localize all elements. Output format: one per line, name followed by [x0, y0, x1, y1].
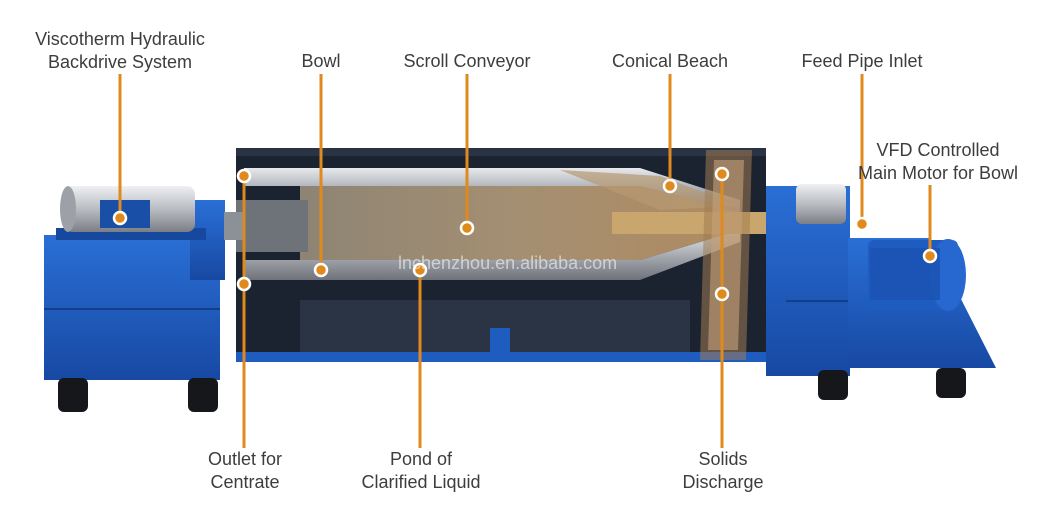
- label-bowl-text: Bowl: [301, 51, 341, 71]
- label-solids-discharge-line2: Discharge: [682, 472, 764, 492]
- left-wheels: [58, 378, 218, 412]
- label-main-motor-line1: VFD Controlled: [876, 140, 1000, 160]
- label-backdrive: Viscotherm Hydraulic Backdrive System: [20, 28, 220, 74]
- dot-conical-beach: [662, 178, 678, 194]
- callout-dots: [112, 166, 938, 302]
- label-solids-discharge-line1: Solids: [698, 449, 748, 469]
- label-pond-line2: Clarified Liquid: [361, 472, 481, 492]
- label-backdrive-line2: Backdrive System: [47, 52, 193, 72]
- label-scroll-conveyor: Scroll Conveyor: [387, 50, 547, 73]
- label-main-motor: VFD Controlled Main Motor for Bowl: [840, 139, 1036, 185]
- label-conical-beach: Conical Beach: [600, 50, 740, 73]
- dot-solids-top: [714, 166, 730, 182]
- label-feed-pipe: Feed Pipe Inlet: [792, 50, 932, 73]
- backdrive-drum: [60, 186, 195, 232]
- label-pond: Pond of Clarified Liquid: [346, 448, 496, 494]
- label-solids-discharge: Solids Discharge: [668, 448, 778, 494]
- label-outlet-centrate-line2: Centrate: [210, 472, 280, 492]
- label-outlet-centrate-line1: Outlet for: [207, 449, 283, 469]
- dot-backdrive: [112, 210, 128, 226]
- dot-pond: [412, 262, 428, 278]
- main-motor: [848, 238, 996, 368]
- label-pond-line1: Pond of: [389, 449, 453, 469]
- watermark: lnchenzhou.en.alibaba.com: [398, 253, 618, 273]
- label-backdrive-line1: Viscotherm Hydraulic: [35, 29, 205, 49]
- right-drive-housing: [766, 184, 850, 376]
- dot-feed-pipe: [854, 216, 870, 232]
- dot-bowl: [313, 262, 329, 278]
- label-main-motor-line2: Main Motor for Bowl: [857, 163, 1019, 183]
- label-scroll-conveyor-text: Scroll Conveyor: [403, 51, 531, 71]
- dot-outlet-bottom: [236, 276, 252, 292]
- dot-solids-bottom: [714, 286, 730, 302]
- label-feed-pipe-text: Feed Pipe Inlet: [801, 51, 923, 71]
- sludge-fill: [300, 170, 740, 260]
- label-bowl: Bowl: [281, 50, 361, 73]
- dot-outlet-top: [236, 168, 252, 184]
- label-conical-beach-text: Conical Beach: [611, 51, 729, 71]
- solids-discharge-spray: [700, 150, 752, 360]
- callout-leaders: [118, 74, 932, 448]
- dot-scroll-conveyor: [459, 220, 475, 236]
- dot-main-motor: [922, 248, 938, 264]
- right-wheels: [818, 368, 966, 400]
- left-drive-housing: [44, 200, 225, 380]
- label-outlet-centrate: Outlet for Centrate: [190, 448, 300, 494]
